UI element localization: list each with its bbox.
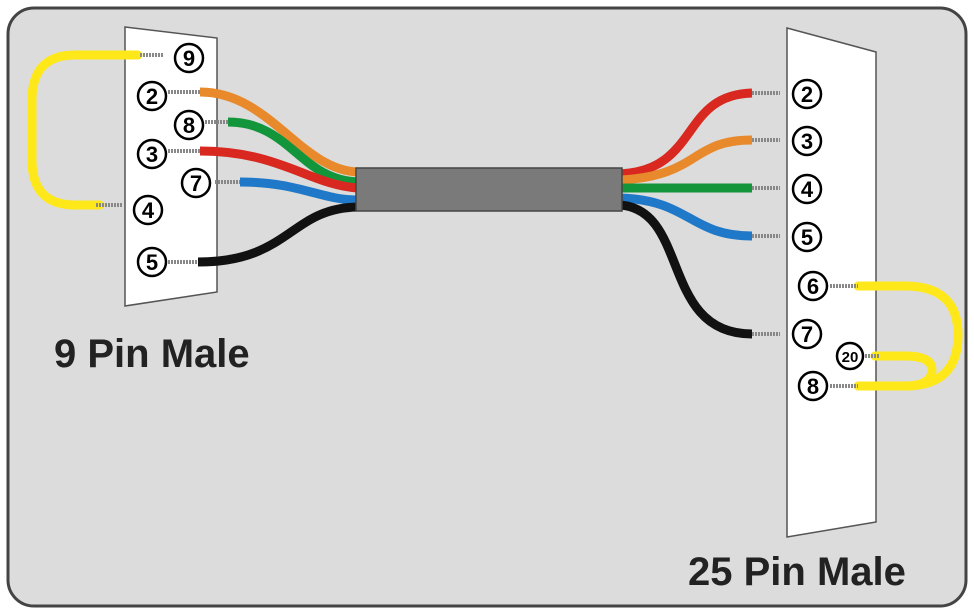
svg-text:7: 7 — [801, 322, 813, 347]
svg-text:3: 3 — [146, 142, 158, 167]
left-pin-7: 7 — [180, 167, 212, 199]
left-pin-3: 3 — [136, 138, 168, 170]
right-pin-labels: 2 3 4 5 6 7 20 8 — [791, 78, 865, 402]
svg-text:20: 20 — [842, 349, 859, 366]
left-pin-5: 5 — [136, 246, 168, 278]
svg-text:4: 4 — [801, 177, 814, 202]
svg-text:5: 5 — [801, 225, 813, 250]
left-pin-4: 4 — [132, 194, 164, 226]
cable-jacket — [355, 167, 623, 212]
wire-green-left — [227, 117, 359, 187]
svg-text:6: 6 — [807, 274, 819, 299]
right-pin-3: 3 — [791, 125, 823, 157]
right-pin-20: 20 — [835, 341, 865, 371]
svg-text:7: 7 — [190, 171, 202, 196]
right-pin-2: 2 — [791, 78, 823, 110]
left-pin-stubs — [96, 53, 240, 264]
svg-text:5: 5 — [146, 250, 158, 275]
wire-blue-right — [619, 193, 753, 241]
left-pin-labels: 9 2 8 3 7 4 5 — [132, 42, 212, 278]
right-wires — [619, 88, 753, 339]
wire-black-left — [197, 202, 359, 267]
svg-text:4: 4 — [142, 198, 155, 223]
wire-orange-left — [199, 87, 359, 177]
wire-red-left — [199, 146, 359, 193]
right-pin-7: 7 — [791, 318, 823, 350]
left-pin-9: 9 — [173, 42, 205, 74]
right-pin-6: 6 — [797, 270, 829, 302]
svg-text:2: 2 — [801, 82, 813, 107]
left-loopback-jumper — [27, 50, 143, 210]
svg-text:8: 8 — [807, 374, 819, 399]
left-pin-8: 8 — [173, 109, 205, 141]
right-pin-5: 5 — [791, 221, 823, 253]
right-pin-stubs — [752, 91, 880, 388]
right-connector-caption: 25 Pin Male — [688, 550, 906, 594]
wire-black-right — [619, 200, 753, 339]
left-wires — [197, 87, 359, 267]
wire-orange-right — [619, 135, 753, 185]
left-connector-caption: 9 Pin Male — [54, 332, 250, 376]
wire-blue-left — [239, 177, 359, 205]
right-loopback-jumper — [853, 281, 963, 391]
right-pin-8: 8 — [797, 370, 829, 402]
svg-text:2: 2 — [146, 84, 158, 109]
right-pin-4: 4 — [791, 173, 823, 205]
svg-text:9: 9 — [183, 46, 195, 71]
svg-text:8: 8 — [183, 113, 195, 138]
svg-text:3: 3 — [801, 129, 813, 154]
left-pin-2: 2 — [136, 80, 168, 112]
wire-red-right — [619, 88, 753, 179]
